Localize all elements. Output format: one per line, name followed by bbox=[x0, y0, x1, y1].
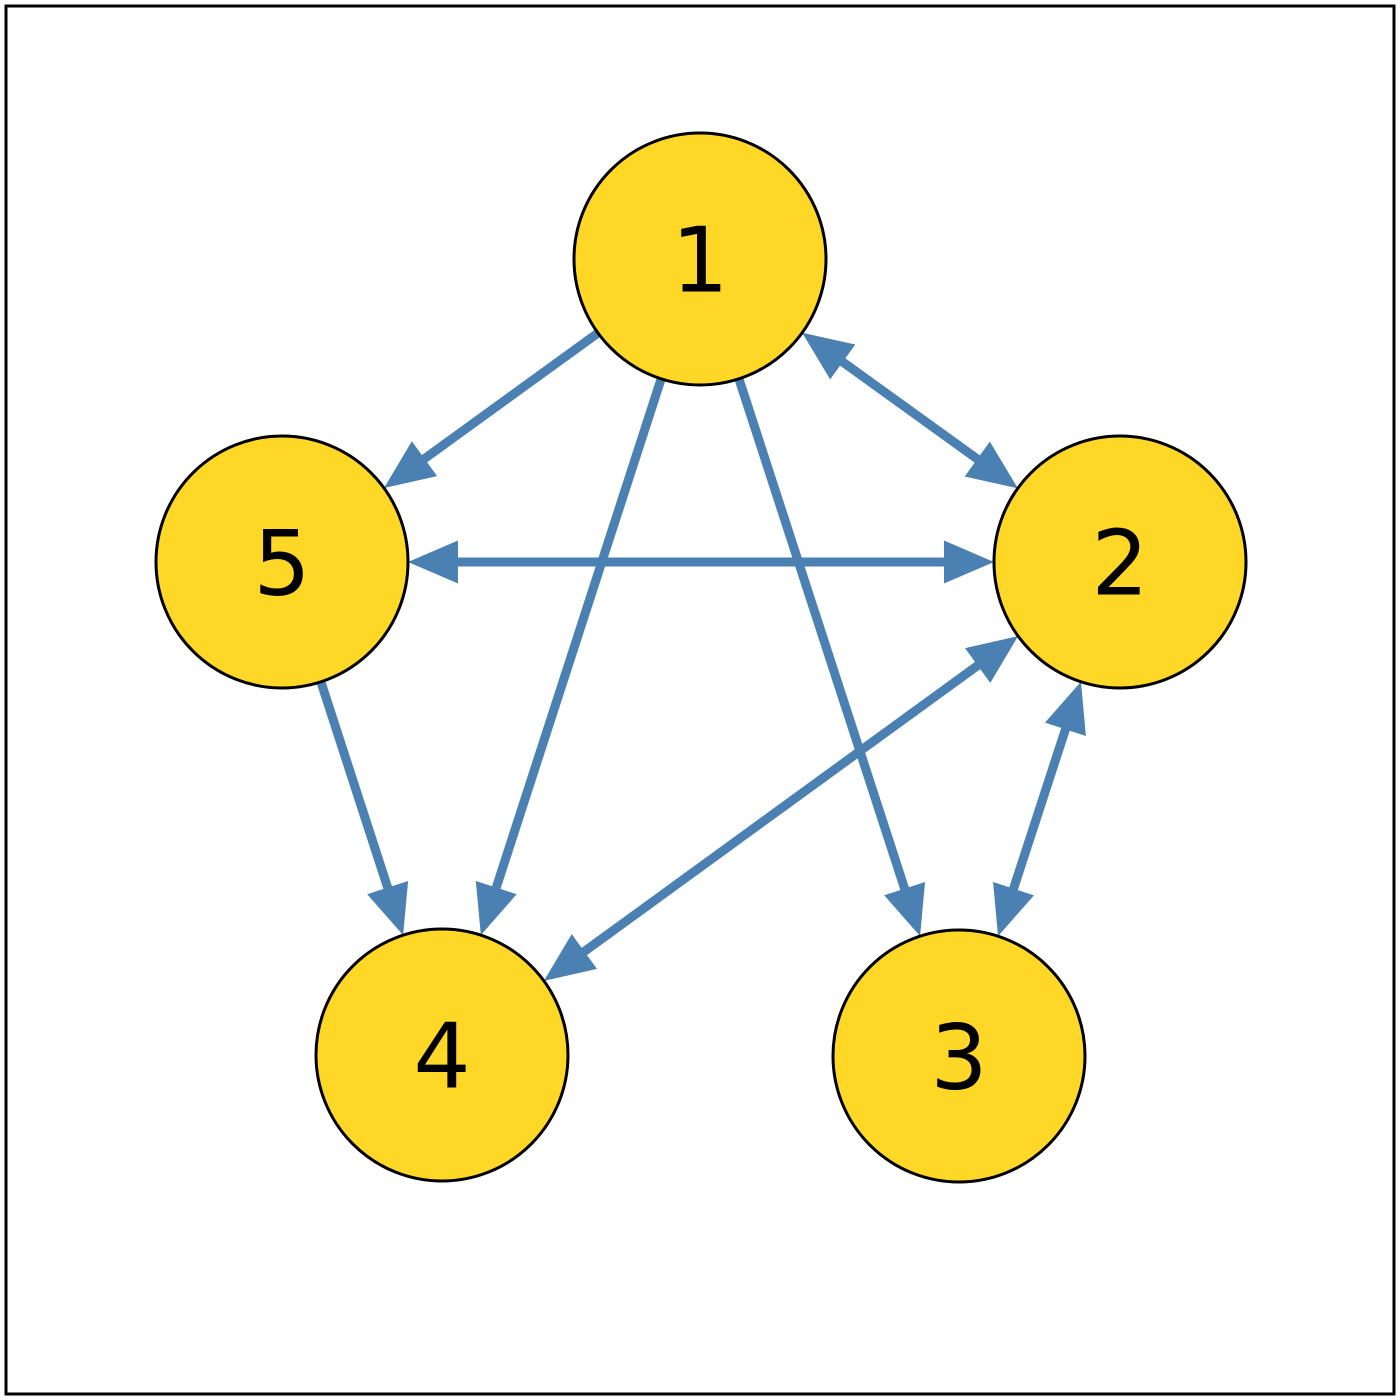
node-circle-3 bbox=[831, 928, 1087, 1184]
node-3: 3 bbox=[831, 928, 1087, 1184]
arrowhead-2-to-3 bbox=[993, 882, 1034, 937]
figure-border bbox=[4, 4, 1396, 1396]
node-label-4: 4 bbox=[413, 1004, 470, 1109]
edge-1-3 bbox=[732, 371, 926, 937]
arrowhead-5-to-2 bbox=[944, 540, 994, 584]
node-4: 4 bbox=[314, 927, 570, 1183]
arrowhead-2-to-1 bbox=[802, 332, 856, 380]
node-label-5: 5 bbox=[253, 511, 310, 616]
edge-1-4 bbox=[475, 371, 668, 936]
edge-5-4 bbox=[314, 674, 409, 936]
arrowhead-1-to-3 bbox=[884, 881, 926, 937]
edge-5-2 bbox=[408, 540, 994, 584]
edge-line-1-2 bbox=[833, 353, 987, 468]
edge-2-3 bbox=[993, 681, 1086, 937]
arrowhead-1-to-4 bbox=[475, 880, 517, 936]
edge-1-5 bbox=[384, 325, 606, 489]
arrowhead-1-to-5 bbox=[384, 441, 438, 489]
node-circle-5 bbox=[154, 434, 410, 690]
node-label-2: 2 bbox=[1091, 511, 1148, 616]
node-2: 2 bbox=[992, 434, 1248, 690]
node-circle-1 bbox=[572, 131, 828, 387]
node-1: 1 bbox=[572, 131, 828, 387]
node-label-3: 3 bbox=[930, 1005, 987, 1110]
edge-line-1-5 bbox=[415, 325, 606, 468]
edge-line-1-4 bbox=[489, 371, 668, 897]
arrowhead-3-to-2 bbox=[1045, 681, 1086, 736]
node-circle-2 bbox=[992, 434, 1248, 690]
edge-line-1-3 bbox=[732, 371, 912, 898]
arrowhead-4-to-2 bbox=[965, 636, 1019, 683]
edge-1-2 bbox=[802, 332, 1018, 489]
arrowhead-2-to-4 bbox=[543, 934, 597, 981]
edge-line-2-3 bbox=[1006, 720, 1073, 898]
arrowhead-1-to-2 bbox=[964, 441, 1018, 489]
edge-2-4 bbox=[543, 636, 1019, 981]
node-circle-4 bbox=[314, 927, 570, 1183]
arrowhead-5-to-4 bbox=[367, 880, 409, 936]
arrowhead-2-to-5 bbox=[408, 540, 458, 584]
node-label-1: 1 bbox=[671, 208, 728, 313]
node-5: 5 bbox=[154, 434, 410, 690]
edge-line-2-4 bbox=[575, 657, 987, 960]
edge-line-5-4 bbox=[314, 674, 395, 897]
